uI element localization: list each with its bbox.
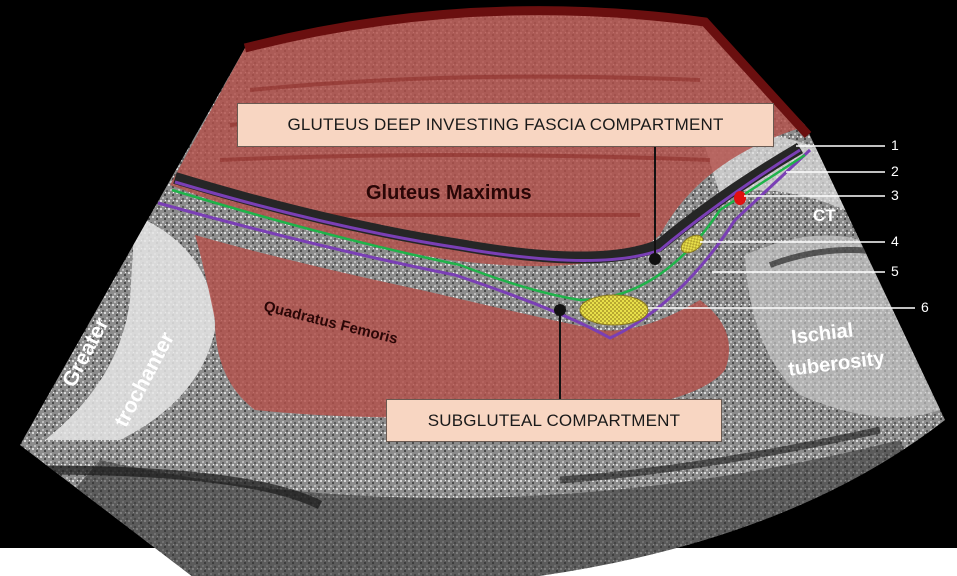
marker-number: 1 [891,137,899,153]
gluteus-maximus-label: Gluteus Maximus [366,182,532,205]
artery-marker [734,191,746,205]
nerve-6-marker [580,295,648,325]
marker-number: 6 [921,299,929,315]
deep-fascia-compartment-label: GLUTEUS DEEP INVESTING FASCIA COMPARTMEN… [237,103,774,147]
marker-number: 4 [891,233,899,249]
marker-number: 2 [891,163,899,179]
marker-number: 5 [891,263,899,279]
subgluteal-compartment-label: SUBGLUTEAL COMPARTMENT [386,399,722,442]
subgluteal-dot [554,304,566,316]
ct-label: CT [813,206,836,226]
marker-number: 3 [891,187,899,203]
deep-compartment-dot [649,253,661,265]
